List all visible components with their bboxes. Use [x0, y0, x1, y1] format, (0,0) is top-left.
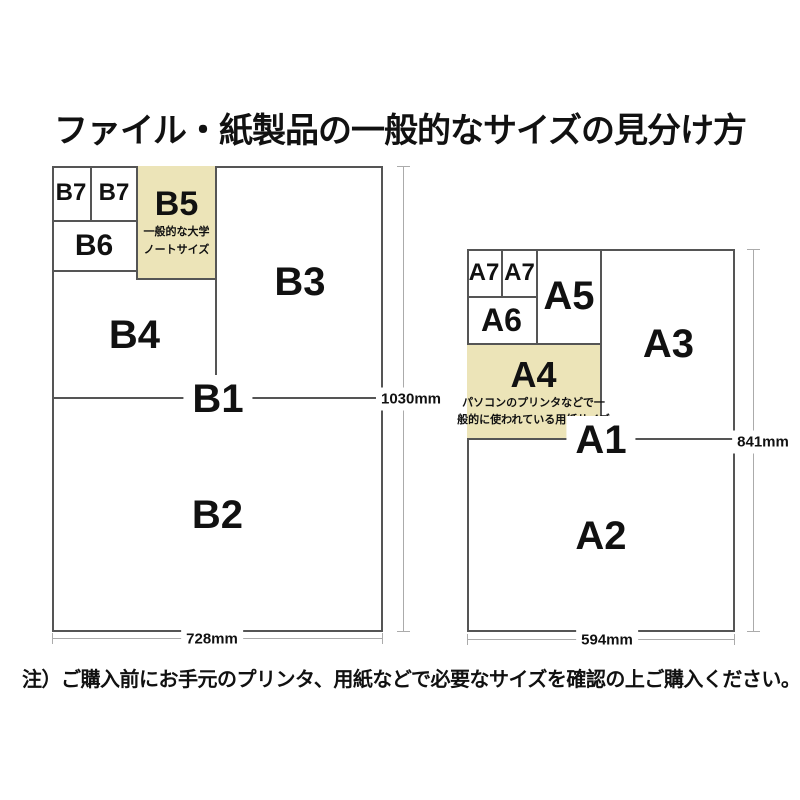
- b3-label: B3: [274, 260, 326, 304]
- b2-label: B2: [191, 493, 244, 537]
- a3-label: A3: [642, 322, 695, 366]
- dim-tick: [397, 166, 410, 167]
- a6-box: A6: [467, 298, 536, 343]
- b-series-diagram: B7 B7 B6 B5 一般的な大学 ノートサイズ B4 B3 B2 B1 10…: [52, 166, 447, 651]
- b2-region: B2: [52, 399, 383, 632]
- a2-region: A2: [467, 440, 735, 632]
- a5-box: A5: [536, 249, 602, 343]
- dim-tick: [747, 249, 760, 250]
- dim-tick: [747, 631, 760, 632]
- b-height-dimension-label: 1030mm: [375, 387, 447, 411]
- b5-label: B5: [154, 184, 199, 223]
- dim-tick: [397, 631, 410, 632]
- a7-right-label: A7: [504, 258, 535, 286]
- b7-box-right: B7: [92, 166, 136, 222]
- b7-box-left: B7: [52, 166, 92, 222]
- a6-label: A6: [481, 302, 522, 338]
- a7-box-right: A7: [503, 249, 536, 298]
- a7-box-left: A7: [467, 249, 503, 298]
- b5-sublabel-1: 一般的な大学: [143, 225, 210, 238]
- b5-sublabel-2: ノートサイズ: [143, 243, 210, 256]
- a5-label: A5: [543, 273, 595, 318]
- dim-tick: [382, 633, 383, 644]
- a4-sublabel-1: パソコンのプリンタなどで一: [462, 396, 605, 409]
- a1-label: A1: [566, 416, 636, 464]
- b-vertical-divider: [215, 280, 217, 399]
- a3-region: A3: [602, 249, 735, 440]
- purchase-note: 注）ご購入前にお手元のプリンタ、用紙などで必要なサイズを確認の上ご購入ください。: [22, 669, 800, 691]
- b7-left-label: B7: [55, 179, 87, 206]
- b-width-dimension-label: 728mm: [181, 627, 243, 651]
- b7-right-label: B7: [98, 179, 130, 206]
- b6-box: B6: [52, 222, 136, 272]
- b3-region: B3: [217, 166, 383, 399]
- a-height-dimension-label: 841mm: [732, 430, 794, 454]
- b4-label: B4: [108, 313, 161, 357]
- b6-label: B6: [74, 229, 114, 262]
- a7-left-label: A7: [468, 258, 500, 286]
- b1-label: B1: [183, 375, 253, 423]
- dim-tick: [52, 633, 53, 644]
- dim-tick: [467, 634, 468, 645]
- a-width-dimension-label: 594mm: [576, 628, 638, 652]
- a2-label: A2: [575, 513, 627, 558]
- b4-region: B4: [52, 272, 217, 399]
- page-title: ファイル・紙製品の一般的なサイズの見分け方: [54, 112, 747, 150]
- b5-highlight-box: B5 一般的な大学 ノートサイズ: [136, 166, 217, 280]
- a4-label: A4: [510, 354, 557, 396]
- dim-tick: [734, 634, 735, 645]
- a-series-diagram: A7 A7 A6 A5 A4 パソコンのプリンタなどで一 般的に使われている用紙…: [457, 249, 794, 652]
